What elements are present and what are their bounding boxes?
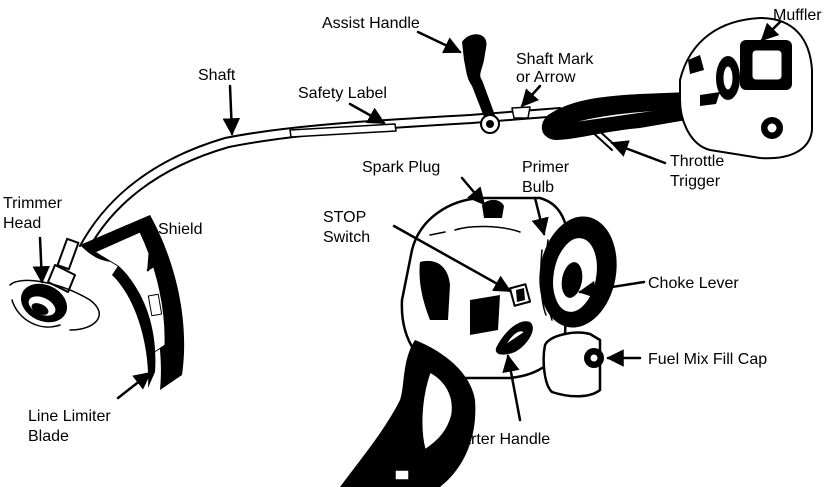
label-primer-1: Primer <box>522 159 570 176</box>
shaft-inner <box>87 115 561 251</box>
leader-starter-handle <box>502 354 522 422</box>
leader-shaft <box>222 84 241 136</box>
label-trimmer-head-1: Trimmer <box>3 195 63 212</box>
label-stop-1: STOP <box>323 209 366 226</box>
label-primer-2: Bulb <box>522 179 554 196</box>
leader-line-limiter <box>116 371 152 400</box>
label-safety-label: Safety Label <box>298 85 387 102</box>
label-line-limiter-1: Line Limiter <box>28 408 111 425</box>
label-spark-plug: Spark Plug <box>362 159 440 176</box>
leader-primer <box>531 196 549 236</box>
leader-shaft-mark <box>520 84 542 108</box>
leader-muffler <box>760 20 782 42</box>
leader-throttle <box>610 140 667 165</box>
label-starter-handle: Starter Handle <box>447 431 550 448</box>
shield <box>80 215 185 390</box>
assist-handle <box>462 34 500 134</box>
leader-trimmer-head <box>32 236 51 284</box>
label-trimmer-head-2: Head <box>3 215 41 232</box>
label-assist-handle: Assist Handle <box>322 15 420 32</box>
label-shield: Shield <box>158 221 202 238</box>
labels: Assist Handle Muffler Shaft Mark or Arro… <box>3 7 822 448</box>
label-shaft-mark-2: or Arrow <box>516 69 576 86</box>
label-choke-lever: Choke Lever <box>648 275 739 292</box>
leader-safety-label <box>348 102 386 125</box>
label-shaft-mark-1: Shaft Mark <box>516 51 594 68</box>
leader-assist-handle <box>416 30 462 54</box>
engine-closeup <box>340 196 617 487</box>
trimmer-head <box>9 237 100 331</box>
leader-choke <box>578 280 646 299</box>
label-throttle-2: Trigger <box>670 173 721 190</box>
label-stop-2: Switch <box>323 229 370 246</box>
shaft-outer <box>79 107 561 247</box>
shaft-mark <box>511 106 531 119</box>
engine-top <box>679 17 813 160</box>
leader-spark-plug <box>460 176 486 206</box>
leader-shield <box>146 243 165 272</box>
label-fuel-cap: Fuel Mix Fill Cap <box>648 351 767 368</box>
label-line-limiter-2: Blade <box>28 428 69 445</box>
label-shaft: Shaft <box>198 67 236 84</box>
leader-lines <box>32 20 782 422</box>
leader-stop-switch <box>392 224 512 293</box>
throttle-grip <box>541 92 698 151</box>
label-muffler: Muffler <box>773 7 822 24</box>
safety-label-strip <box>289 123 397 138</box>
label-throttle-1: Throttle <box>670 153 724 170</box>
